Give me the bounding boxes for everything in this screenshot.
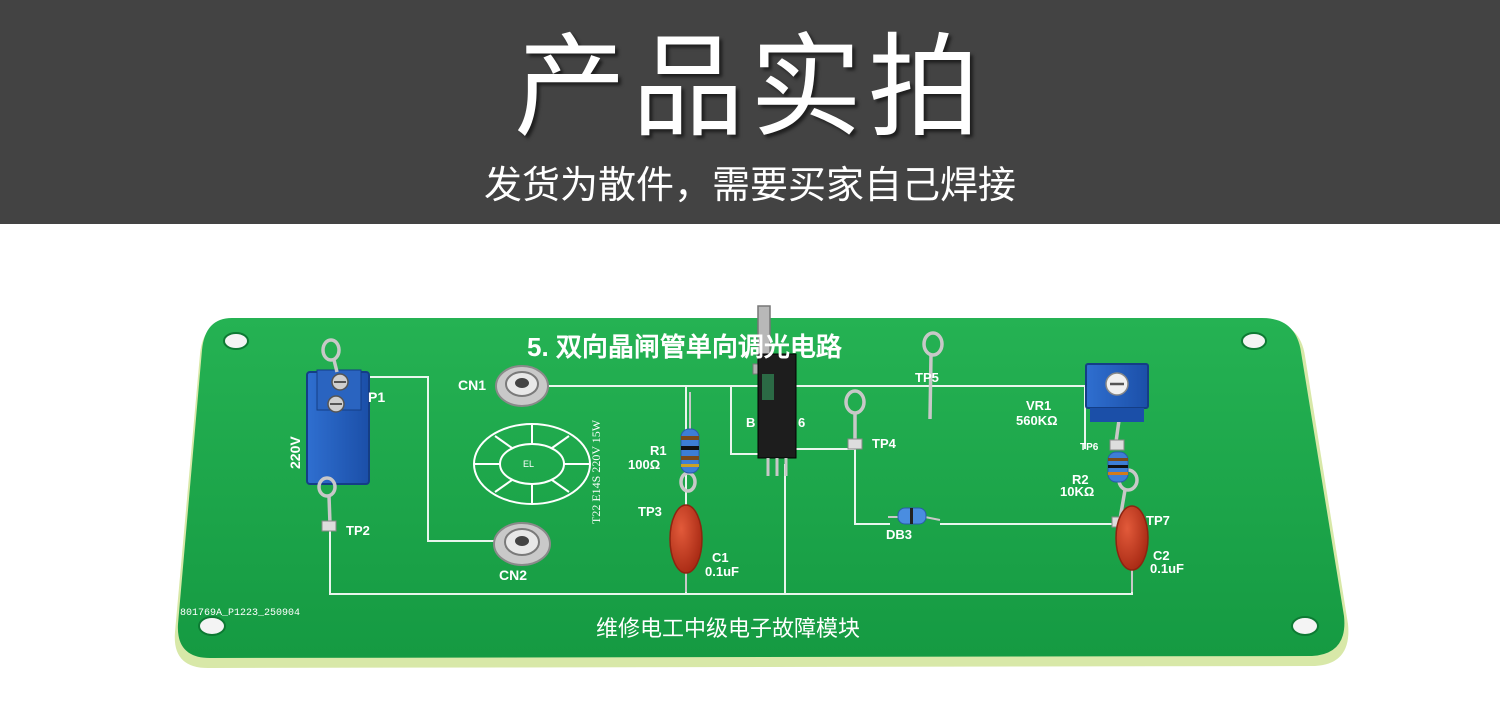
label-r2-value: 10KΩ	[1060, 484, 1094, 499]
label-tp7: TP7	[1146, 513, 1170, 528]
resistor-r1	[680, 392, 700, 474]
cn2-eyelet	[493, 522, 551, 566]
banner-title: 产品实拍	[514, 23, 986, 153]
capacitor-c2	[1115, 505, 1149, 592]
resistor-r2	[1107, 451, 1129, 483]
potentiometer-vr1	[1085, 363, 1149, 422]
cn1-eyelet	[495, 365, 549, 407]
label-vr1-value: 560KΩ	[1016, 413, 1058, 428]
label-tp2: TP2	[346, 523, 370, 538]
label-el: EL	[523, 459, 534, 469]
label-c1-value: 0.1uF	[705, 564, 739, 579]
label-db3: DB3	[886, 527, 912, 542]
board-footer: 维修电工中级电子故障模块	[596, 616, 860, 641]
silkscreen-text: 5. 双向晶闸管单向调光电路 P1 220V TP2 CN1 CN2 EL T2…	[180, 332, 1184, 641]
pcb-board-illustration: 5. 双向晶闸管单向调光电路 P1 220V TP2 CN1 CN2 EL T2…	[174, 305, 1349, 668]
label-r2: R2	[1072, 472, 1089, 487]
product-photo: 5. 双向晶闸管单向调光电路 P1 220V TP2 CN1 CN2 EL T2…	[0, 224, 1500, 709]
label-tp5: TP5	[915, 370, 939, 385]
label-tp3: TP3	[638, 504, 662, 519]
label-r1: R1	[650, 443, 667, 458]
label-c1: C1	[712, 550, 729, 565]
label-tp4: TP4	[872, 436, 897, 451]
capacitor-c1	[669, 504, 703, 592]
label-six: 6	[798, 415, 805, 430]
diac-db3	[888, 507, 941, 525]
terminal-block-p1	[306, 369, 370, 485]
board-heading: 5. 双向晶闸管单向调光电路	[527, 332, 843, 362]
label-220v: 220V	[287, 436, 303, 469]
label-vr1: VR1	[1026, 398, 1051, 413]
label-c2-value: 0.1uF	[1150, 561, 1184, 576]
label-tp6: TP6	[1080, 442, 1099, 453]
lamp-symbol	[473, 423, 591, 505]
label-bt: B	[746, 415, 755, 430]
label-lamp-spec: T22 E14S 220V 15W	[589, 419, 603, 524]
mounting-holes	[198, 332, 1319, 636]
pcb-board	[177, 318, 1345, 658]
header-banner: 产品实拍 发货为散件，需要买家自己焊接	[0, 0, 1500, 224]
triac	[752, 305, 797, 476]
label-c2: C2	[1153, 548, 1170, 563]
label-cn2: CN2	[499, 567, 527, 583]
label-p1: P1	[368, 389, 385, 405]
board-code: 801769A_P1223_250904	[180, 608, 300, 619]
label-cn1: CN1	[458, 377, 486, 393]
banner-subtitle: 发货为散件，需要买家自己焊接	[483, 163, 1016, 207]
label-r1-value: 100Ω	[628, 457, 660, 472]
